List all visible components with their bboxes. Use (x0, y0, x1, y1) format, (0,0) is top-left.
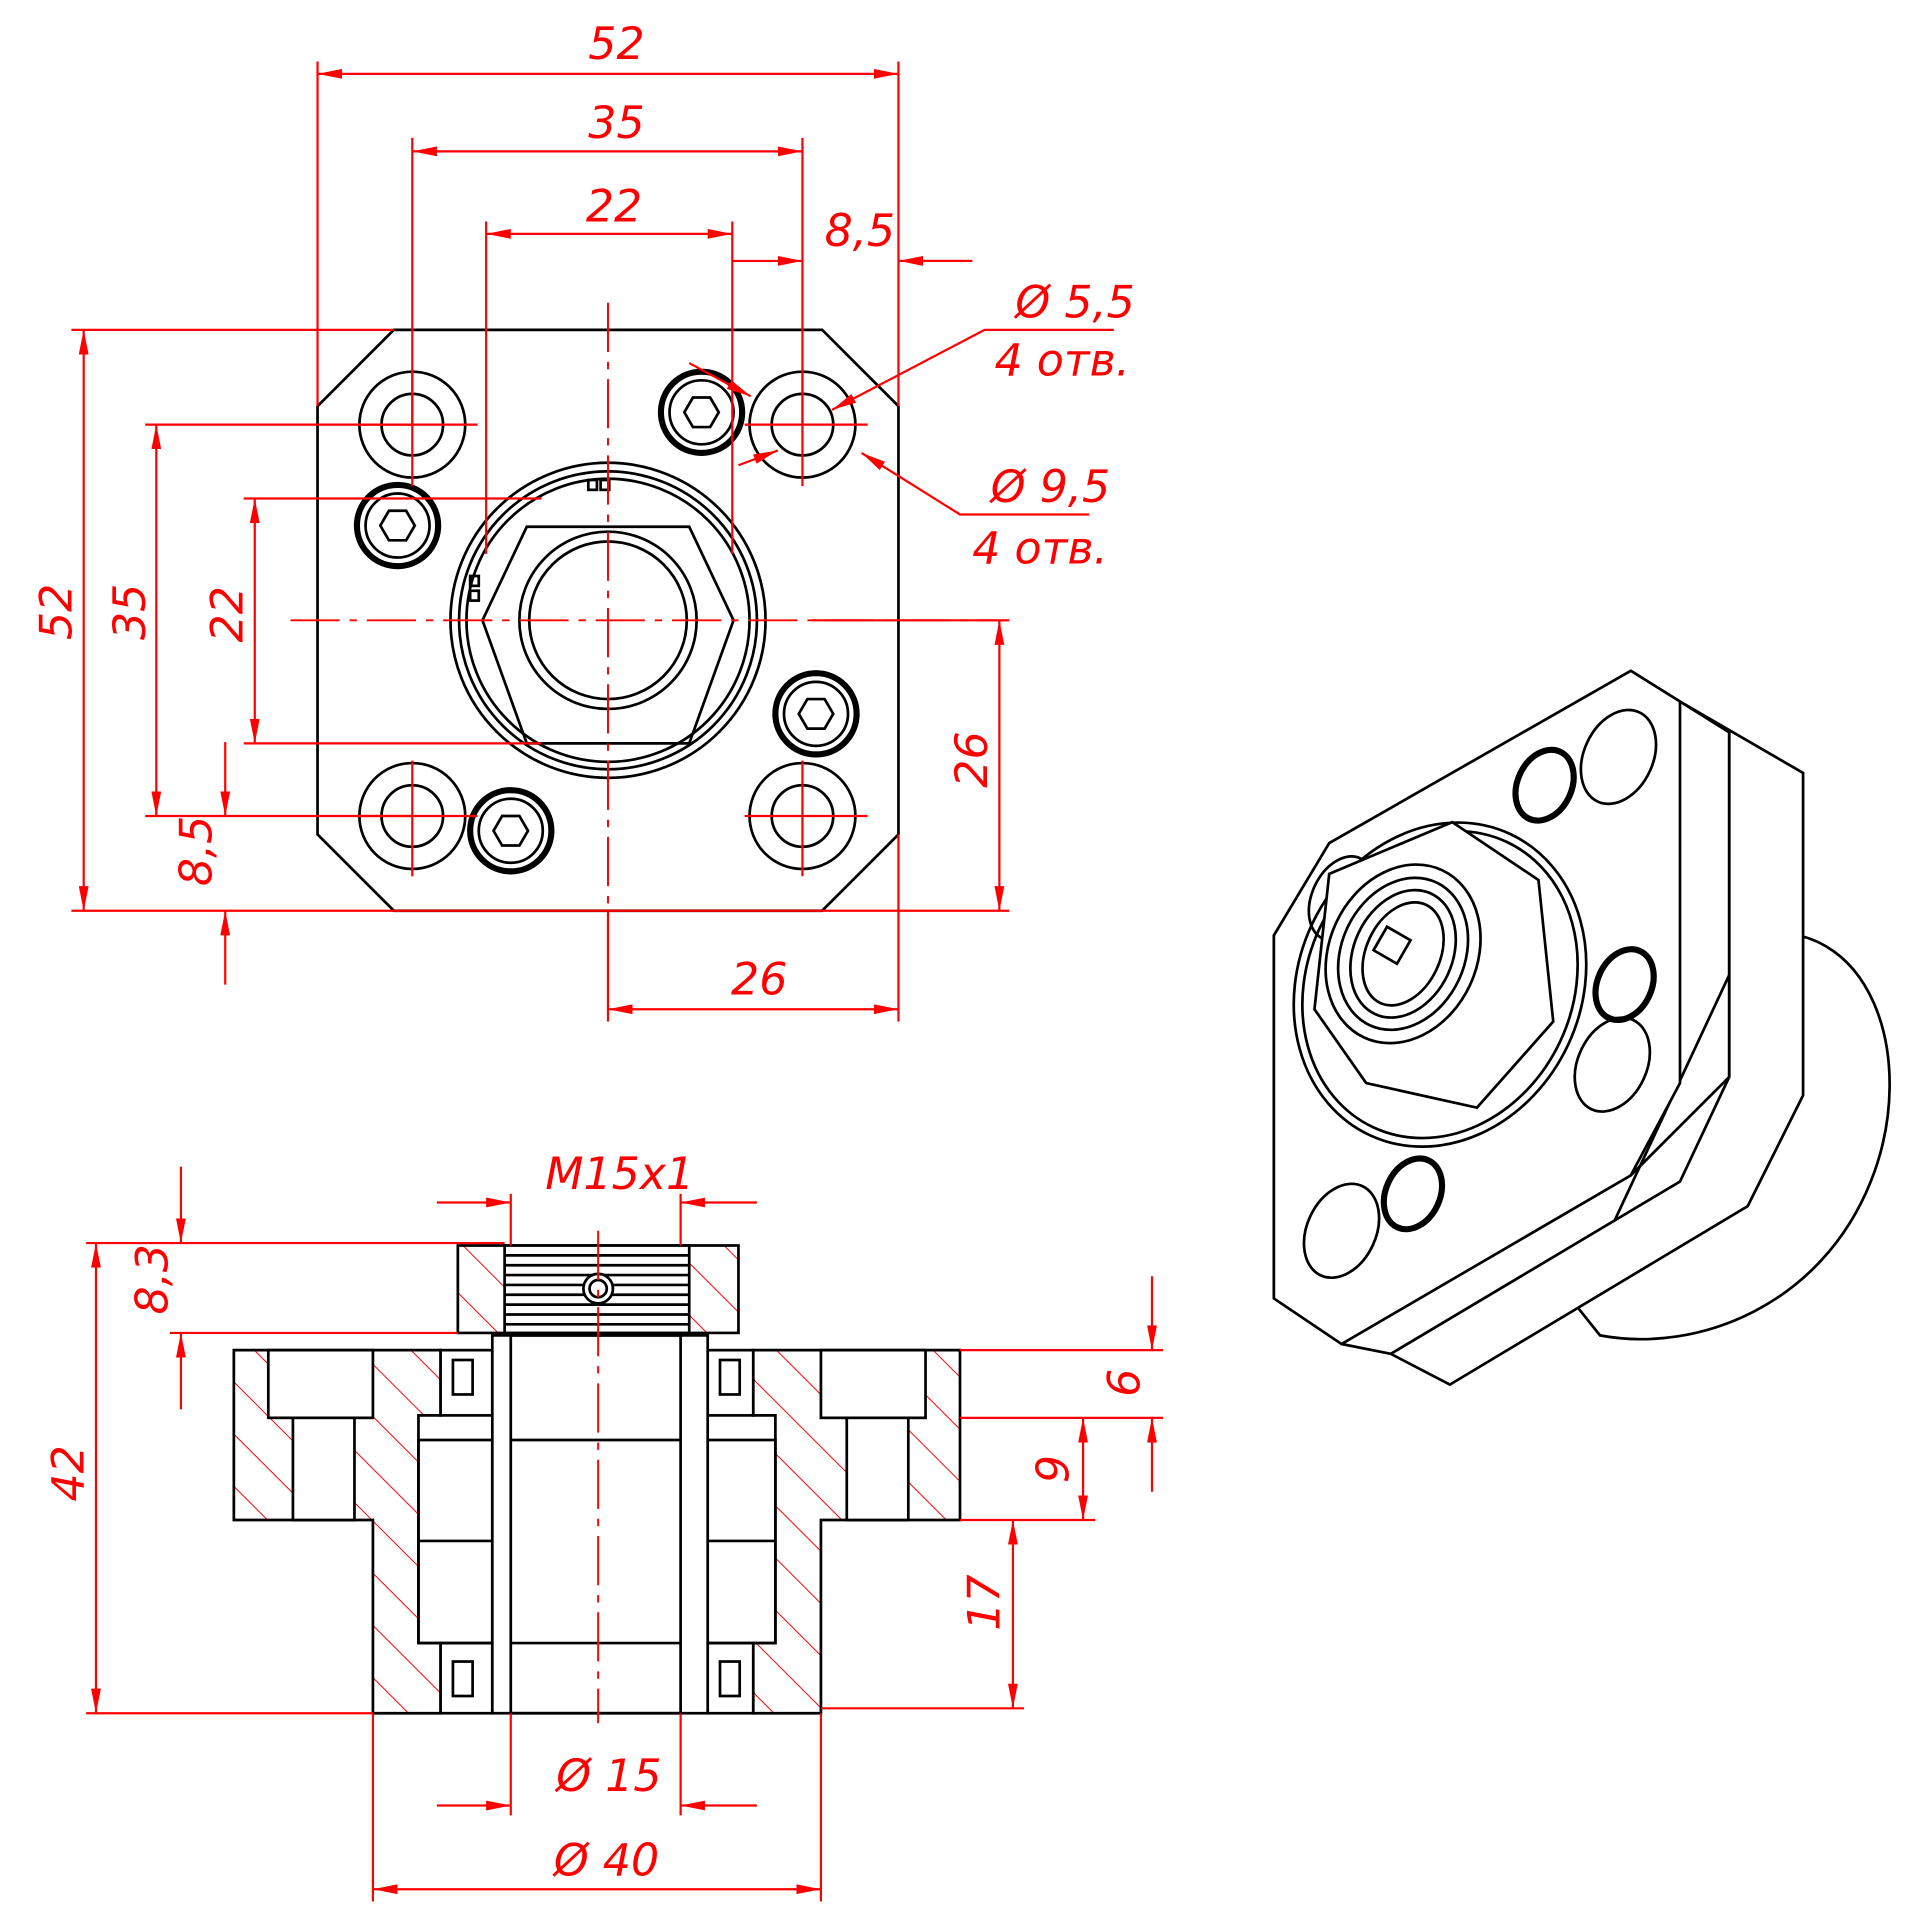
counterbore-count-label: 4 отв. (972, 524, 1107, 575)
dim-hole-spacing-35: 35 (588, 98, 644, 149)
dim-bore-diameter-15: Ø 15 (554, 1751, 661, 1802)
dim-inner-height-22: 22 (202, 586, 253, 642)
socket-screw (775, 673, 856, 754)
isometric-view (1272, 669, 1891, 1387)
dim-total-height-42: 42 (44, 1445, 95, 1501)
thread (503, 1244, 691, 1335)
dim-hub-height-17: 17 (959, 1574, 1010, 1630)
front-view: 52 35 22 8,5 Ø 5,5 4 отв. Ø 9,5 4 отв. 5… (31, 19, 1135, 1022)
dim-offset-8-5: 8,5 (825, 206, 895, 257)
dim-width-52: 52 (588, 19, 644, 70)
dim-center-y-26: 26 (947, 731, 998, 787)
dim-center-x-26: 26 (731, 954, 787, 1005)
socket-screw (470, 790, 551, 871)
dim-counterbore-9-5: Ø 9,5 (989, 462, 1110, 513)
dim-height-52: 52 (31, 584, 82, 640)
dim-nut-height-8-3: 8,3 (127, 1244, 178, 1314)
dim-hole-spacing-y-35: 35 (105, 584, 156, 640)
dim-flange-thickness-9: 9 (1028, 1455, 1079, 1483)
dim-flange-top-6: 6 (1100, 1369, 1151, 1397)
hole-count-label: 4 отв. (994, 335, 1129, 386)
section-view: M15x1 8,3 42 6 9 17 Ø 15 Ø 40 (44, 1149, 1164, 1902)
socket-screw (357, 485, 438, 566)
dim-hole-diameter-5-5: Ø 5,5 (1013, 278, 1134, 329)
dim-inner-22: 22 (586, 182, 642, 233)
dim-thread-m15x1: M15x1 (545, 1149, 694, 1200)
dim-offset-y-8-5: 8,5 (172, 816, 223, 886)
dim-hub-diameter-40: Ø 40 (552, 1836, 659, 1887)
